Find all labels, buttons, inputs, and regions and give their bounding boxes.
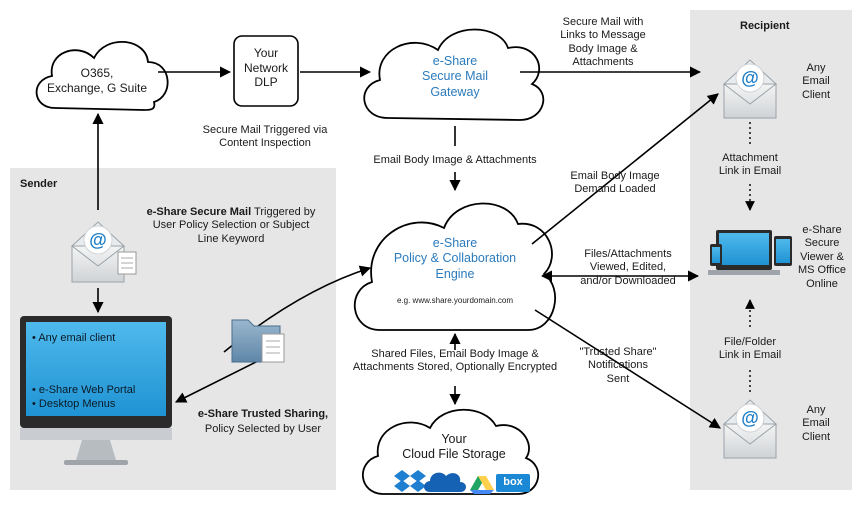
attachment-link-label: Attachment Link in Email [718,152,782,178]
desktop-monitor-icon [20,316,172,465]
box-icon [496,474,530,492]
email-body-attachments-label: Email Body Image & Attachments [373,154,537,166]
demand-loaded-label: Email Body Image Demand Loaded [570,170,660,196]
trusted-sharing-bold: e-Share Trusted Sharing, [197,408,329,420]
dropbox-icon [394,470,426,492]
dlp-label: Your Network DLP [243,46,288,90]
monitor-item-3-text: Desktop Menus [38,398,116,410]
google-drive-icon [470,476,494,494]
svg-text:@: @ [89,230,107,250]
o365-label: O365, Exchange, G Suite [46,66,148,95]
shared-files-label: Shared Files, Email Body Image & Attachm… [352,348,558,374]
svg-text:@: @ [741,68,759,88]
folder-icon [231,319,285,363]
engine-url: e.g. www.share.yourdomain.com [396,296,514,305]
onedrive-icon [424,472,466,492]
recipient-title: Recipient [740,20,790,32]
recipient-email-icon-bottom: @ [722,399,778,459]
dlp-trigger-label: Secure Mail Triggered via Content Inspec… [202,124,328,150]
sender-email-icon: @ [70,221,137,283]
monitor-item-1-text: Any email client [38,332,116,344]
svg-text:@: @ [741,408,759,428]
viewer-label: e-Share Secure Viewer & MS Office Online [797,224,847,290]
monitor-item-1: • Any email client [32,332,116,344]
engine-label: e-Share Policy & Collaboration Engine [393,236,517,281]
trusted-share-label: "Trusted Share" Notifications Sent [579,346,657,385]
secure-mail-links-label: Secure Mail with Links to Message Body I… [560,16,646,69]
cloud-o365 [35,41,169,111]
cloud-gateway [363,28,545,121]
devices-icon [708,230,792,275]
any-email-client-2: Any Email Client [801,404,831,443]
gateway-label: e-Share Secure Mail Gateway [422,54,488,99]
box-icon-text: box [503,476,523,488]
secure-mail-rest: Triggered by User Policy Selection or Su… [152,206,316,245]
cloud-storage [361,408,540,495]
storage-label: Your Cloud File Storage [402,432,506,462]
sender-title: Sender [20,178,58,190]
files-viewed-label: Files/Attachments Viewed, Edited, and/or… [580,248,676,287]
monitor-item-2: • e-Share Web Portal [32,384,136,396]
recipient-email-icon-top: @ [722,59,778,119]
secure-mail-bold: e-Share Secure Mail [146,206,252,218]
dlp-box [233,35,299,107]
secure-mail-trigger-label: e-Share Secure Mail Triggered by User Po… [128,206,334,246]
trusted-sharing-rest: Policy Selected by User [204,423,322,435]
monitor-item-2-text: e-Share Web Portal [38,384,136,396]
file-folder-link-label: File/Folder Link in Email [718,336,782,362]
monitor-item-3: • Desktop Menus [32,398,116,410]
any-email-client-1: Any Email Client [801,62,831,101]
